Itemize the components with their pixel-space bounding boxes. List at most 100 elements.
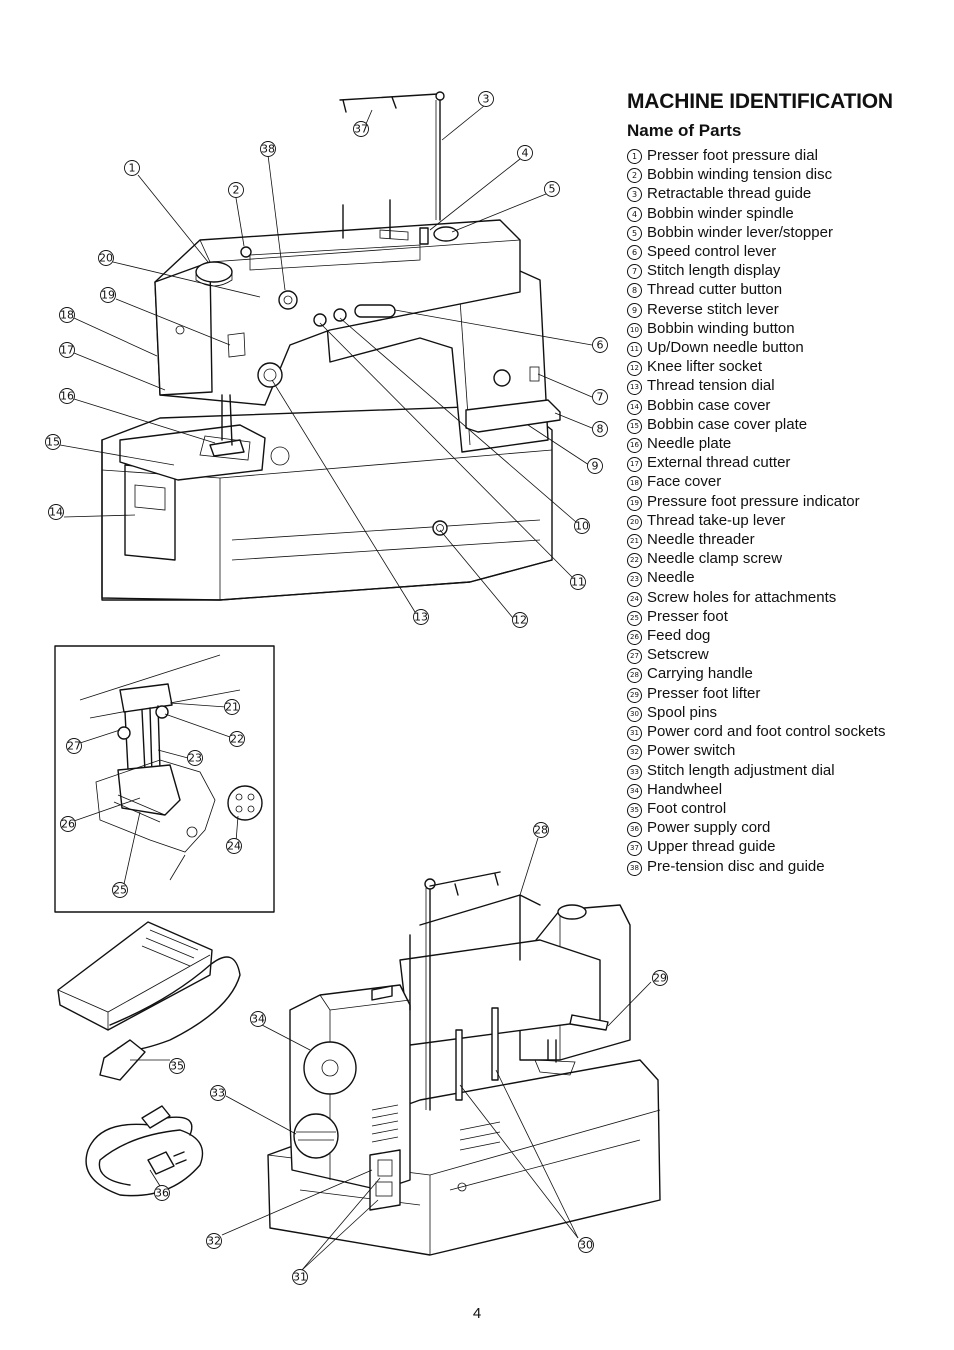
part-label: Stitch length display (647, 262, 781, 280)
svg-text:4: 4 (522, 147, 529, 160)
svg-text:29: 29 (653, 972, 667, 985)
part-label: Presser foot (647, 607, 728, 625)
svg-text:35: 35 (170, 1060, 184, 1073)
part-item: 28 Carrying handle (627, 664, 947, 684)
part-label: Setscrew (647, 646, 709, 664)
svg-text:14: 14 (49, 506, 63, 519)
part-number-badge: 5 (627, 225, 642, 241)
svg-text:38: 38 (261, 143, 275, 156)
part-number-badge: 3 (627, 187, 642, 203)
part-label: Needle (647, 569, 695, 587)
svg-text:28: 28 (534, 824, 548, 837)
needle-area-inset (54, 645, 275, 913)
svg-text:5: 5 (549, 183, 556, 196)
svg-text:33: 33 (211, 1087, 225, 1100)
part-number-badge: 29 (627, 687, 642, 703)
part-label: Presser foot lifter (647, 684, 761, 702)
svg-text:9: 9 (592, 460, 599, 473)
svg-text:27: 27 (67, 740, 81, 753)
part-number-badge: 28 (627, 668, 642, 684)
part-label: Needle clamp screw (647, 550, 783, 568)
power-cord-drawing (85, 1105, 204, 1197)
part-item: 33 Stitch length adjustment dial (627, 761, 947, 780)
part-item: 26 Feed dog (627, 626, 947, 646)
part-label: Power switch (647, 742, 736, 760)
svg-text:2: 2 (233, 184, 240, 197)
part-label: Reverse stitch lever (647, 300, 779, 318)
svg-text:10: 10 (575, 520, 589, 533)
part-number-badge: 24 (627, 591, 642, 607)
part-label: Needle threader (647, 531, 755, 549)
part-label: Power supply cord (647, 819, 771, 837)
part-label: Thread tension dial (647, 377, 775, 395)
svg-text:22: 22 (230, 733, 244, 746)
svg-text:21: 21 (225, 701, 239, 714)
part-item: 13 Thread tension dial (627, 376, 947, 396)
part-label: Power cord and foot control sockets (647, 723, 886, 741)
svg-text:37: 37 (354, 123, 368, 136)
part-label: Bobbin case cover (647, 396, 771, 414)
part-label: Speed control lever (647, 243, 777, 261)
part-number-badge: 34 (627, 783, 642, 799)
svg-text:20: 20 (99, 252, 113, 265)
svg-text:12: 12 (513, 614, 527, 627)
part-label: Thread take-up lever (647, 511, 786, 529)
part-label: Handwheel (647, 780, 723, 798)
front-view-machine (101, 91, 561, 601)
svg-text:16: 16 (60, 390, 74, 403)
part-item: 6 Speed control lever (627, 242, 947, 261)
svg-text:34: 34 (251, 1013, 265, 1026)
part-label: Upper thread guide (647, 838, 776, 856)
part-number-badge: 38 (627, 860, 642, 876)
part-label: Knee lifter socket (647, 358, 763, 376)
svg-text:6: 6 (597, 339, 604, 352)
part-label: Thread cutter button (647, 281, 783, 299)
part-item: 29 Presser foot lifter (627, 684, 947, 703)
part-item: 9 Reverse stitch lever (627, 300, 947, 319)
part-number-badge: 30 (627, 706, 642, 722)
svg-text:36: 36 (155, 1187, 169, 1200)
part-label: Feed dog (647, 627, 711, 645)
part-number-badge: 17 (627, 457, 642, 473)
part-number-badge: 6 (627, 245, 642, 261)
part-number-badge: 33 (627, 764, 642, 780)
svg-text:1: 1 (129, 162, 136, 175)
part-label: Bobbin winder spindle (647, 204, 794, 222)
part-label: Face cover (647, 473, 722, 491)
part-label: Carrying handle (647, 665, 753, 683)
svg-text:19: 19 (101, 289, 115, 302)
part-number-badge: 9 (627, 302, 642, 318)
svg-text:26: 26 (61, 818, 75, 831)
part-number-badge: 15 (627, 418, 642, 434)
part-number-badge: 2 (627, 168, 642, 184)
part-number-badge: 11 (627, 342, 642, 358)
svg-text:23: 23 (188, 752, 202, 765)
foot-control-drawing (57, 921, 241, 1081)
part-label: Stitch length adjustment dial (647, 761, 835, 779)
part-number-badge: 19 (627, 495, 642, 511)
part-label: Bobbin winding button (647, 319, 795, 337)
rear-view-machine (267, 871, 661, 1256)
section-heading: MACHINE IDENTIFICATION (627, 90, 893, 113)
part-number-badge: 13 (627, 380, 642, 396)
part-number-badge: 26 (627, 630, 642, 646)
